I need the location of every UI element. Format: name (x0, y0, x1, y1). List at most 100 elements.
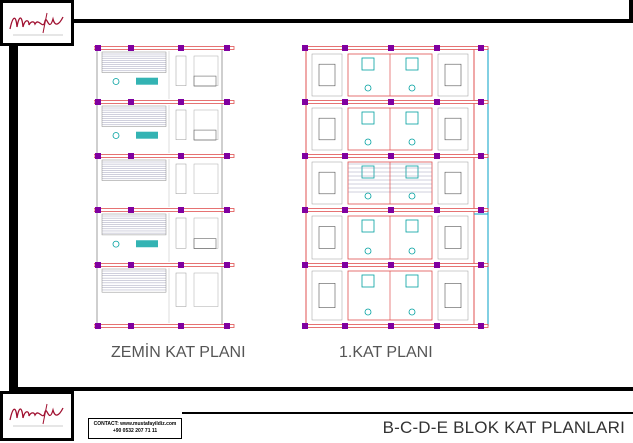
wc-fixture (112, 78, 120, 85)
column (388, 45, 394, 51)
column (128, 207, 134, 213)
party-wall (302, 154, 489, 158)
logo-bottom (0, 391, 74, 441)
party-wall (302, 324, 489, 328)
column (302, 323, 308, 329)
column (178, 262, 184, 268)
bedroom (311, 107, 343, 151)
column (302, 262, 308, 268)
wc-fixture (364, 308, 372, 316)
storage-unit (175, 109, 187, 140)
bedroom (437, 270, 469, 321)
kitchen-counter (136, 131, 158, 139)
column (434, 45, 440, 51)
stair-well (101, 268, 167, 293)
frame-left-border (9, 0, 18, 441)
column (478, 207, 484, 213)
wc-fixture (408, 138, 416, 146)
stair-well (101, 159, 167, 181)
column (478, 262, 484, 268)
column (388, 323, 394, 329)
column (434, 262, 440, 268)
party-wall (94, 46, 235, 50)
column (178, 323, 184, 329)
column (95, 262, 101, 268)
column (178, 99, 184, 105)
contact-box: CONTACT: www.mustafayildiz.com +90 0532 … (88, 418, 182, 439)
bed (444, 117, 462, 141)
storage-unit (175, 163, 187, 194)
logo-top (0, 0, 74, 46)
frame-bottom-border (9, 387, 633, 391)
bed (444, 283, 462, 309)
column (224, 207, 230, 213)
column (224, 153, 230, 159)
bedroom (311, 215, 343, 260)
bath-fixture (361, 57, 375, 71)
column (388, 99, 394, 105)
column (128, 45, 134, 51)
sofa (193, 75, 217, 87)
column (478, 153, 484, 159)
plan-outline (96, 47, 223, 327)
column (342, 323, 348, 329)
column (478, 45, 484, 51)
bed (318, 226, 336, 249)
bedroom (437, 161, 469, 205)
party-wall (94, 154, 235, 158)
column (95, 45, 101, 51)
column (224, 262, 230, 268)
column (342, 99, 348, 105)
column (302, 153, 308, 159)
bed (318, 283, 336, 309)
party-wall (302, 100, 489, 104)
wc-fixture (408, 308, 416, 316)
bedroom (311, 161, 343, 205)
wc-fixture (408, 247, 416, 255)
column (128, 99, 134, 105)
party-wall (94, 100, 235, 104)
room-partition (193, 109, 219, 140)
sofa (193, 129, 217, 141)
column (302, 207, 308, 213)
bedroom (437, 53, 469, 97)
column (342, 262, 348, 268)
wc-fixture (112, 240, 120, 248)
party-wall (302, 263, 489, 267)
wc-fixture (364, 192, 372, 200)
contact-website: CONTACT: www.mustafayildiz.com (93, 421, 177, 427)
party-wall (94, 208, 235, 212)
bath-fixture (405, 111, 419, 125)
room-partition (193, 163, 219, 194)
wc-fixture (364, 138, 372, 146)
bedroom (311, 53, 343, 97)
column (178, 45, 184, 51)
column (178, 207, 184, 213)
stair-well (101, 51, 167, 73)
column (434, 207, 440, 213)
party-wall (94, 263, 235, 267)
column (224, 99, 230, 105)
column (302, 99, 308, 105)
wc-fixture (364, 247, 372, 255)
bath-fixture (361, 274, 375, 288)
title-band (182, 412, 633, 443)
column (478, 323, 484, 329)
first-floor-plan-label: 1.KAT PLANI (339, 344, 433, 361)
bath-fixture (405, 274, 419, 288)
column (478, 99, 484, 105)
column (388, 153, 394, 159)
column (178, 153, 184, 159)
column (342, 45, 348, 51)
column (95, 323, 101, 329)
bed (444, 226, 462, 249)
column (128, 262, 134, 268)
column (342, 207, 348, 213)
bed (318, 63, 336, 87)
sofa (193, 238, 217, 249)
wc-fixture (364, 84, 372, 92)
bath-fixture (361, 111, 375, 125)
column (224, 323, 230, 329)
stair-well (101, 213, 167, 236)
